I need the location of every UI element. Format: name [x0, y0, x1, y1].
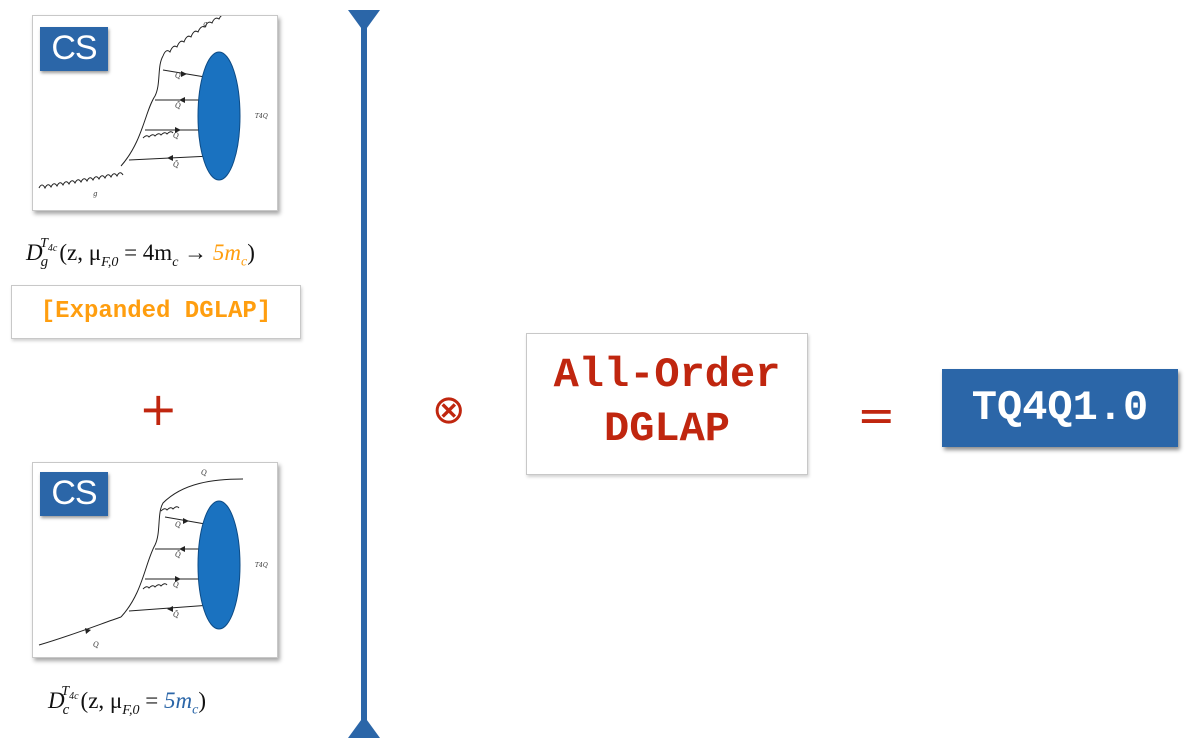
tq4q-result-badge: TQ4Q1.0	[942, 369, 1178, 447]
svg-text:T4Q: T4Q	[255, 562, 268, 569]
svg-text:Q: Q	[201, 469, 207, 477]
charm-fragmentation-formula: DcT4c(z, μF,0 = 5mc)	[48, 684, 206, 718]
internal-gluon-line-2	[160, 506, 180, 512]
dglap-label: DGLAP	[603, 405, 731, 453]
internal-gluon-line	[142, 131, 174, 139]
quark-spine-line	[120, 55, 164, 167]
svg-text:Q: Q	[173, 132, 179, 140]
equals-sign: =	[857, 388, 896, 442]
incoming-quark-line	[38, 616, 122, 646]
divider-bracket	[348, 10, 380, 738]
svg-text:T4Q: T4Q	[255, 113, 268, 120]
svg-text:Q: Q	[175, 521, 181, 529]
svg-text:Q: Q	[175, 72, 181, 80]
plus-sign: +	[139, 382, 178, 436]
charm-fragmentation-diagram: Q Q̄ Q Q̄ T4Q Q Q	[38, 469, 268, 649]
svg-text:g: g	[203, 20, 208, 28]
tetraquark-blob	[197, 51, 241, 181]
svg-text:Q̄: Q̄	[175, 101, 181, 110]
incoming-gluon-line	[38, 172, 124, 190]
cs-badge-bottom: CS	[40, 472, 108, 516]
svg-text:Q̄: Q̄	[175, 550, 181, 559]
quark-spine-line	[120, 478, 244, 618]
svg-text:Q̄: Q̄	[173, 160, 179, 169]
all-order-label: All-Order	[553, 351, 781, 399]
internal-gluon-line	[142, 583, 168, 590]
svg-text:g: g	[93, 190, 98, 198]
svg-text:Q: Q	[173, 581, 179, 589]
svg-text:Q̄: Q̄	[173, 610, 179, 619]
tetraquark-blob	[197, 500, 241, 630]
gluon-fragmentation-formula: DgT4c(z, μF,0 = 4mc → 5mc)	[26, 236, 255, 270]
convolution-symbol: ⊗	[432, 387, 466, 433]
outgoing-gluon-line	[162, 2, 255, 57]
cs-badge-top: CS	[40, 27, 108, 71]
expanded-dglap-box: [Expanded DGLAP]	[11, 285, 301, 339]
gluon-fragmentation-diagram: Q Q̄ Q Q̄ T4Q g g	[38, 2, 268, 198]
svg-text:Q: Q	[93, 641, 99, 649]
expanded-dglap-label: [Expanded DGLAP]	[40, 298, 272, 325]
all-order-dglap-box: All-Order DGLAP	[526, 333, 808, 475]
